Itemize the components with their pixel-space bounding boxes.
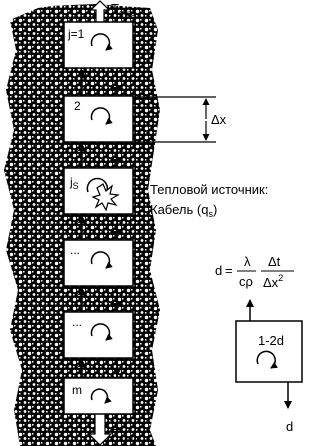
formula-lhs: d: [215, 263, 222, 278]
legend-cell-label: 1-2d: [258, 333, 284, 348]
cell-label: m: [72, 383, 82, 397]
formula-eq: =: [225, 263, 233, 278]
delta-x-dimension: [133, 96, 216, 143]
cell-js: jS: [63, 167, 134, 215]
cell-label: 2: [74, 99, 81, 113]
legend-arrow-label: d: [286, 419, 293, 434]
cell-2: 2: [63, 95, 134, 143]
cell-m: m: [63, 377, 134, 415]
formula-frac1-den: cρ: [239, 274, 253, 289]
cell-4: ...: [63, 239, 134, 287]
cell-label: ...: [72, 315, 82, 329]
formula-frac2-num: Δt: [268, 254, 281, 269]
circular-arrow-icon: [90, 107, 113, 125]
formula-frac2-den: Δx2: [263, 273, 283, 290]
delta-x-label: Δx: [211, 112, 227, 127]
circular-arrow-icon: [90, 251, 113, 269]
formula-frac1-num: λ: [244, 254, 251, 269]
cell-label: jS: [69, 175, 79, 191]
circular-arrow-icon: [90, 388, 112, 404]
cell-label: j=1: [67, 27, 85, 41]
heat-source-cable-label: Кабель (qs): [150, 202, 217, 219]
cell-1: j=1: [63, 21, 134, 69]
heat-source-burst-icon: [91, 183, 120, 212]
circular-arrow-icon: [90, 323, 113, 341]
cell-label: ...: [70, 243, 80, 257]
cell-5: ...: [63, 311, 134, 359]
formula: d = λ cρ Δt Δx2: [215, 254, 294, 290]
legend-cell: 1-2d d: [235, 299, 303, 434]
outlet-bottom-arrow: [87, 411, 113, 446]
outlet-top-label: Tout1: [111, 1, 136, 18]
soil-column: [4, 6, 52, 446]
circular-arrow-icon: [256, 350, 278, 369]
inter-cell-arrows: [78, 68, 121, 378]
heat-source-label: Тепловой источник:: [150, 182, 268, 197]
circular-arrow-icon: [90, 33, 113, 51]
outlet-bottom-label: Toutm: [113, 426, 141, 443]
